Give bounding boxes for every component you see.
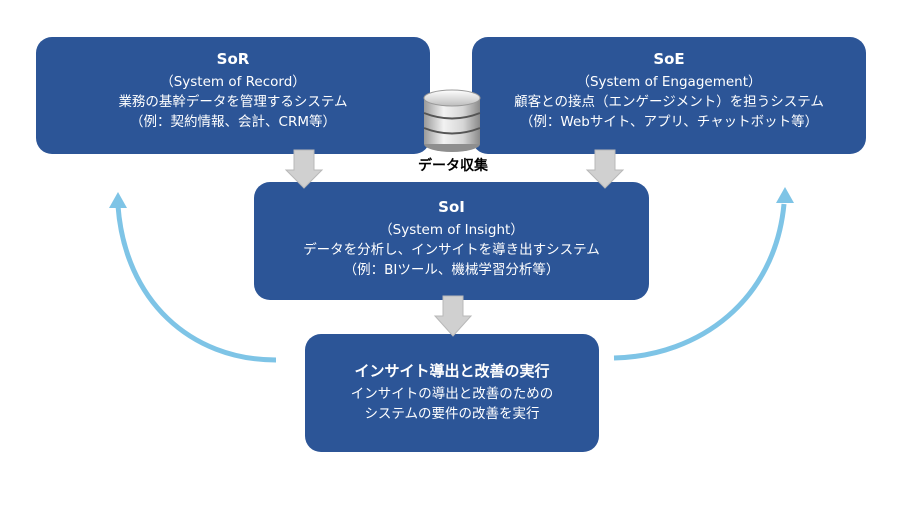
soe-examples: （例：Webサイト、アプリ、チャットボット等） — [519, 114, 819, 130]
down-arrow-sor-to-soi — [284, 149, 324, 189]
soe-box: SoE （System of Engagement） 顧客との接点（エンゲージメ… — [472, 37, 866, 154]
soi-examples: （例：BIツール、機械学習分析等） — [343, 262, 560, 278]
action-box: インサイト導出と改善の実行 インサイトの導出と改善のための システムの要件の改善… — [305, 334, 599, 452]
soi-box: SoI （System of Insight） データを分析し、インサイトを導き… — [254, 182, 649, 300]
sor-box: SoR （System of Record） 業務の基幹データを管理するシステム… — [36, 37, 430, 154]
data-collection-label: データ収集 — [418, 158, 488, 174]
action-line-1: インサイトの導出と改善のための — [350, 386, 554, 402]
soi-subtitle: （System of Insight） — [379, 222, 524, 238]
sor-examples: （例：契約情報、会計、CRM等） — [130, 114, 336, 130]
action-title: インサイト導出と改善の実行 — [354, 362, 550, 380]
feedback-arrow-left — [115, 205, 277, 363]
feedback-arrow-right — [613, 203, 787, 361]
soi-description: データを分析し、インサイトを導き出すシステム — [303, 242, 600, 258]
feedback-arrow-right-head — [776, 187, 794, 203]
sor-description: 業務の基幹データを管理するシステム — [118, 94, 348, 110]
soe-subtitle: （System of Engagement） — [576, 74, 762, 90]
soe-title: SoE — [653, 50, 685, 68]
sor-title: SoR — [216, 50, 250, 68]
feedback-arrow-left-head — [109, 192, 127, 208]
database-icon — [423, 89, 481, 152]
down-arrow-soi-to-action — [433, 295, 473, 337]
soe-description: 顧客との接点（エンゲージメント）を担うシステム — [514, 94, 824, 110]
down-arrow-soe-to-soi — [585, 149, 625, 189]
sor-subtitle: （System of Record） — [160, 74, 306, 90]
action-line-2: システムの要件の改善を実行 — [364, 406, 540, 422]
soi-title: SoI — [438, 198, 465, 216]
